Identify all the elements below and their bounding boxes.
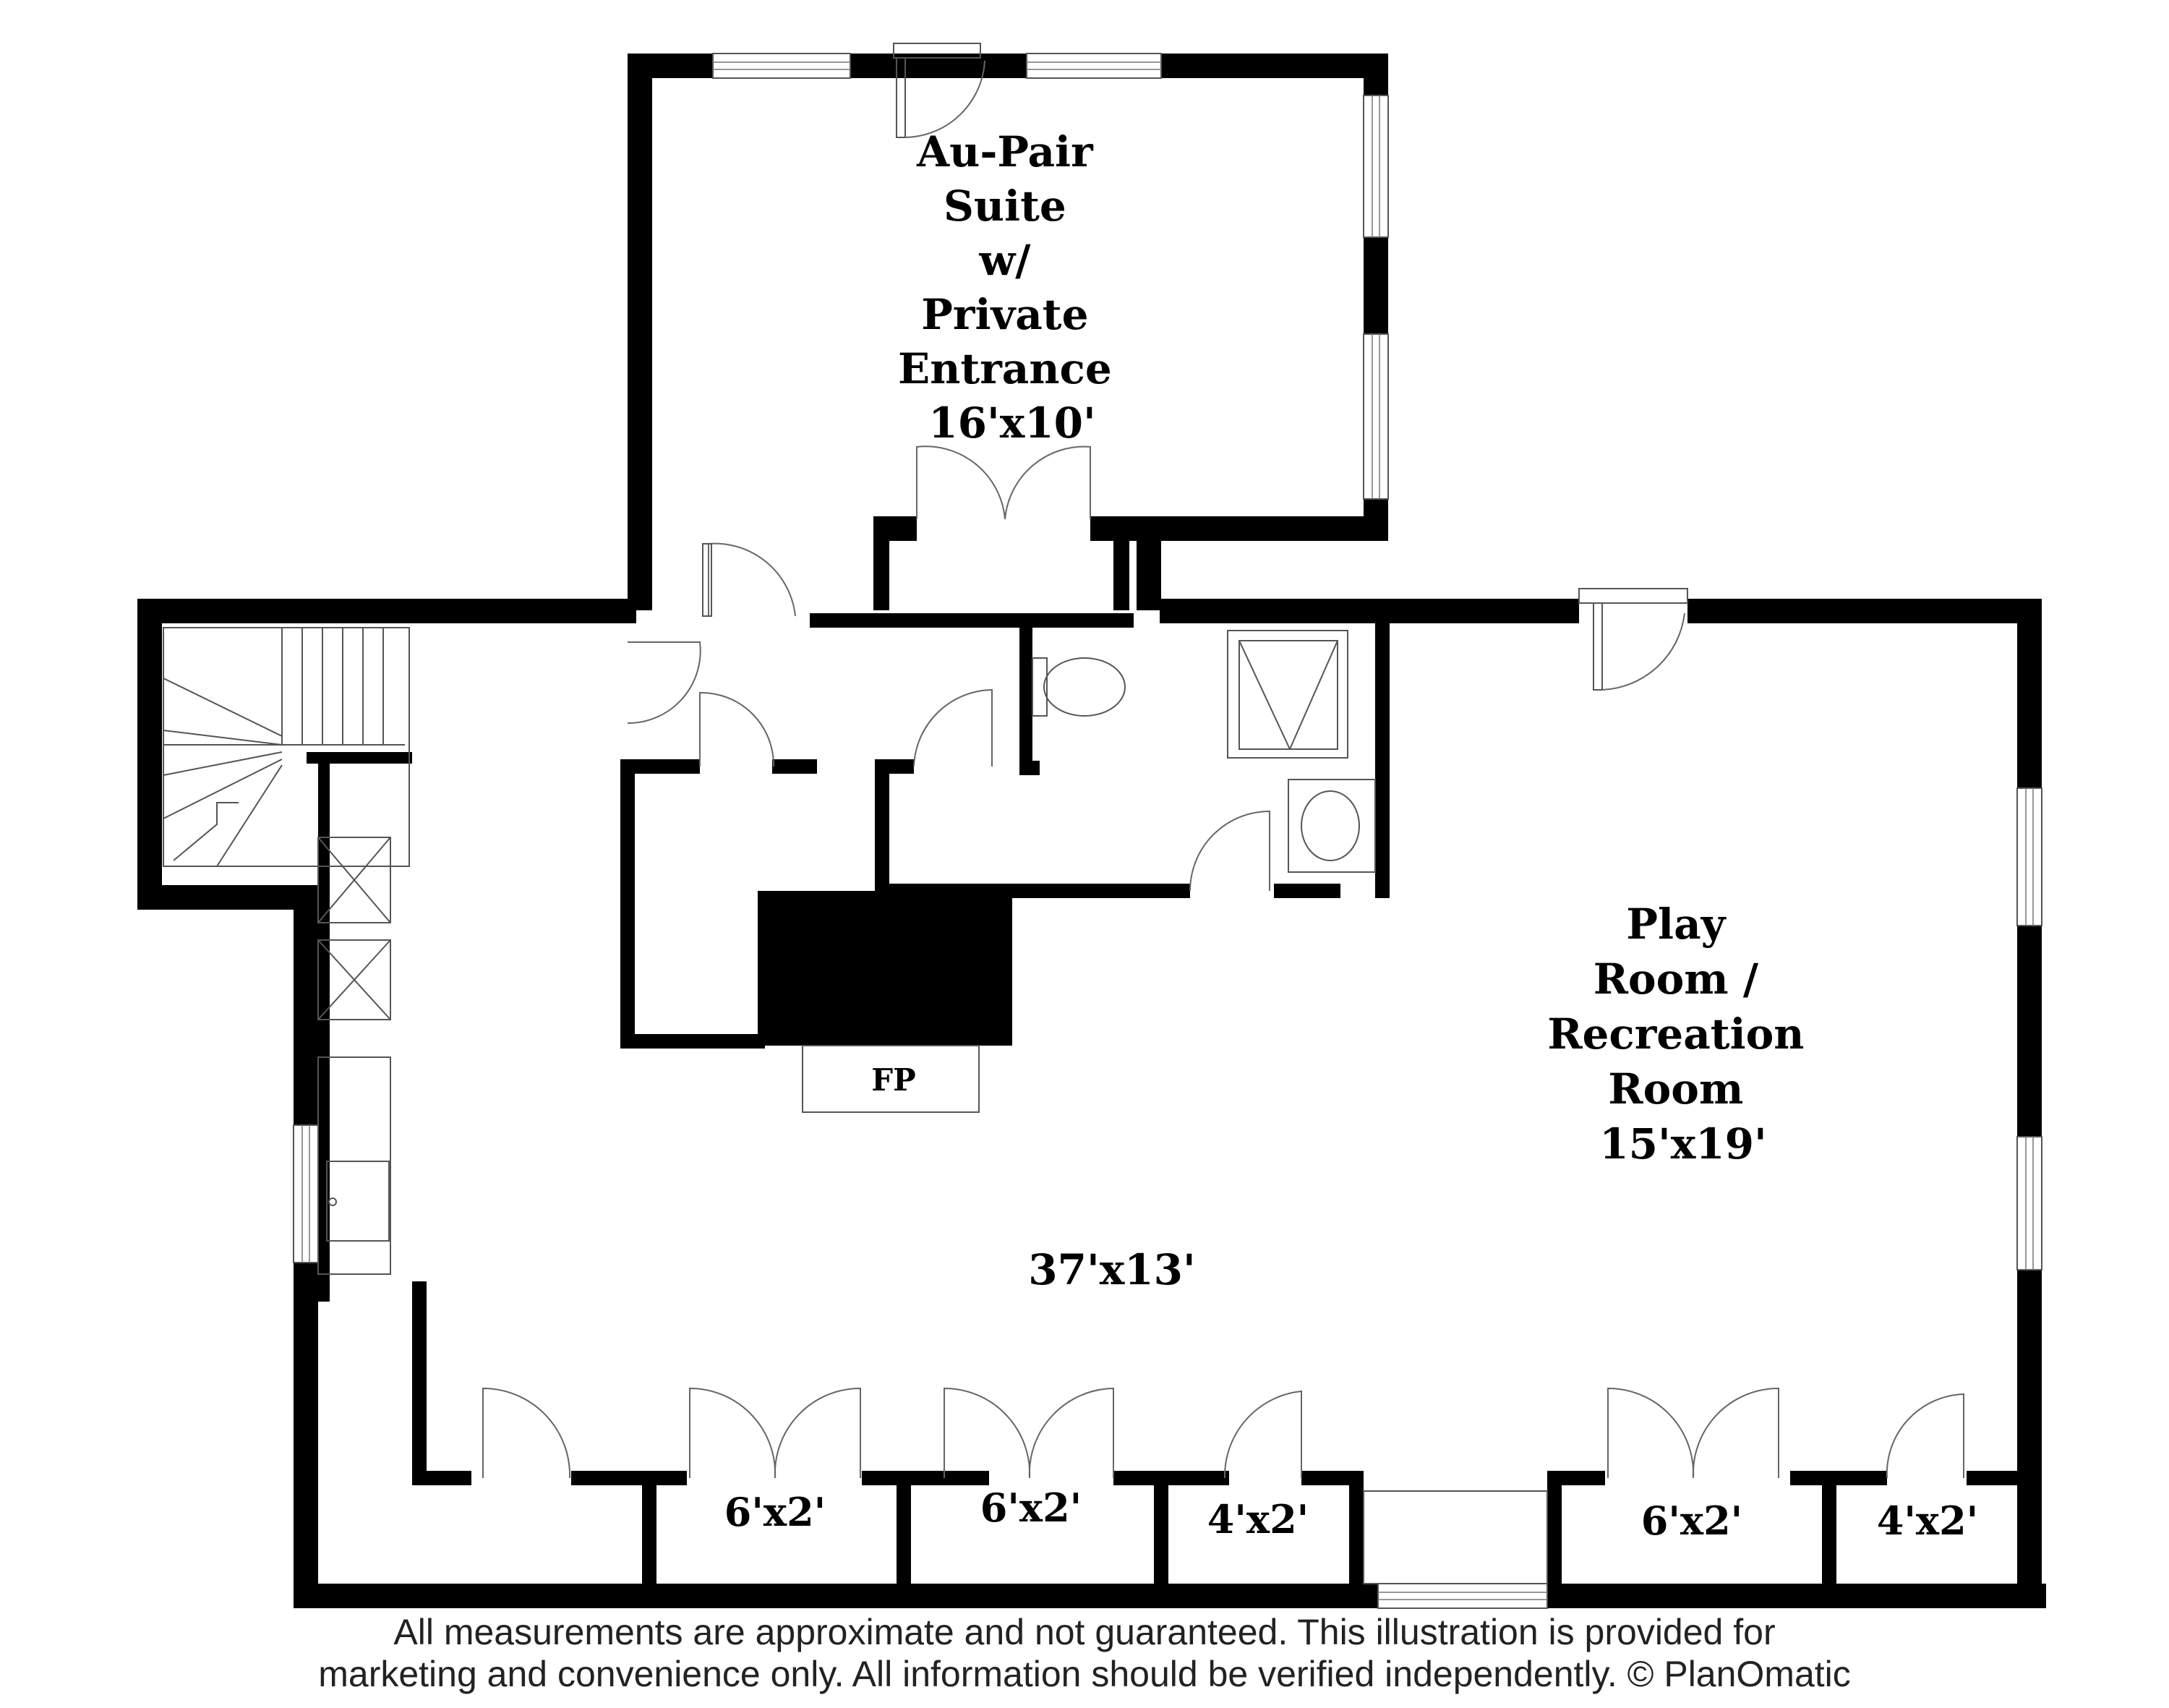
closet-label: 6'x2': [1641, 1498, 1742, 1544]
disclaimer: All measurements are approximate and not…: [0, 1611, 2169, 1695]
disclaimer-line: marketing and convenience only. All info…: [318, 1654, 1851, 1694]
bath-sink: [1288, 779, 1376, 873]
window: [1363, 95, 1389, 238]
window: [293, 1124, 319, 1263]
stairs: [163, 627, 410, 867]
closet-label: 6'x2': [724, 1489, 826, 1535]
door-au-pair-double: [916, 445, 1091, 520]
walls: [137, 54, 2046, 1608]
toilet: [1032, 657, 1126, 717]
bay-opening: [1363, 1490, 1548, 1584]
door-hall-left: [627, 641, 701, 725]
disclaimer-line: All measurements are approximate and not…: [393, 1612, 1776, 1652]
door-play-room: [1578, 588, 1688, 691]
room-label-main: 37'x13': [1028, 1245, 1196, 1294]
closet-label: 6'x2': [980, 1485, 1082, 1531]
window: [1363, 333, 1389, 500]
window: [2016, 1136, 2042, 1271]
window: [712, 53, 851, 79]
closet-label: 4'x2': [1207, 1496, 1309, 1542]
fireplace-hearth: [802, 1045, 980, 1113]
window: [1377, 1583, 1548, 1609]
door-hall-upper: [702, 542, 796, 617]
door-closet-b: [913, 688, 993, 767]
shower: [1227, 630, 1348, 759]
door-closet-a: [699, 691, 775, 767]
fireplace-label: FP: [871, 1062, 915, 1098]
closet-doors: [482, 1387, 1964, 1479]
door-entrance: [893, 43, 985, 138]
door-bath: [1189, 810, 1270, 892]
window: [2016, 787, 2042, 926]
kitchen-counter: [317, 837, 391, 1275]
fixtures: [163, 43, 2042, 1609]
room-label-au-pair-suite: Au-Pair Suite w/ Private Entrance 16'x10…: [898, 127, 1126, 448]
room-label-play-room: Play Room / Recreation Room 15'x19': [1547, 900, 1818, 1169]
window: [1026, 53, 1162, 79]
closet-label: 4'x2': [1877, 1498, 1978, 1544]
